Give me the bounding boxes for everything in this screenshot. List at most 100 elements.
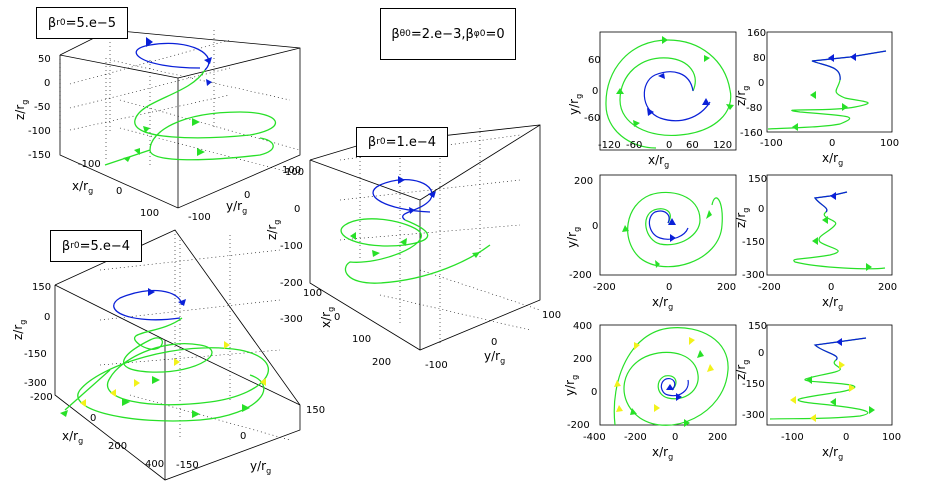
svg-text:0: 0 [44,312,50,323]
box1-beta: β [47,15,57,31]
panel-3d-c [54,229,301,481]
svg-text:0: 0 [672,432,678,443]
axis-x-3d-c: x/rg [62,430,83,445]
axis-z-3d-a: z/rg [13,99,30,120]
axis-y-xy3-sub: g [570,374,580,380]
svg-text:160: 160 [747,28,766,39]
svg-text:100: 100 [285,167,304,178]
panel-3d-b-curves [340,176,491,284]
panel-3d-c-curves [60,288,269,422]
svg-text:-60: -60 [584,113,600,124]
panel-3d-b [309,124,541,351]
axis-z-xz1-sub: g [741,85,751,91]
axis-z-3d-c-text: z/r [11,324,25,340]
svg-text:-160: -160 [740,128,763,139]
axis-z-3d-b-sub: g [272,219,282,225]
axis-x-xz1: x/rg [822,152,843,167]
panel-xz-row2 [766,174,893,276]
svg-text:-100: -100 [425,360,448,371]
main-sub-2: φ0 [473,29,486,39]
svg-text:-400: -400 [583,432,606,443]
svg-text:0: 0 [294,204,300,215]
axis-x-xy3-sub: g [668,452,674,462]
axis-y-3d-c-sub: g [266,466,272,476]
axis-y-3d-c-text: y/r [250,459,267,473]
axis-x-xz3-text: x/r [822,445,839,459]
axis-x-xy2: x/rg [652,296,673,311]
svg-text:200: 200 [717,282,736,293]
axis-y-3d-b-sub: g [500,356,506,366]
svg-text:0: 0 [592,221,598,232]
svg-text:0: 0 [666,282,672,293]
axis-y-3d-a-text: y/r [226,199,243,213]
panel-xy-row1 [599,31,737,151]
axis-y-3d-b: y/rg [484,350,505,365]
axis-x-xy2-text: x/r [652,295,669,309]
axis-y-3d-c: y/rg [250,460,271,475]
svg-text:-300: -300 [742,410,765,421]
svg-text:0: 0 [829,138,835,149]
axis-z-3d-a-sub: g [20,99,30,105]
axis-x-3d-c-sub: g [78,436,84,446]
axis-x-xz2-sub: g [838,302,844,312]
main-text-2: =0 [485,26,505,42]
axis-y-xy2-sub: g [572,226,582,232]
box1-value: =5.e−5 [65,15,117,31]
axis-z-3d-c-sub: g [18,319,28,325]
svg-text:-200: -200 [569,270,592,281]
svg-text:200: 200 [573,354,592,365]
svg-text:-80: -80 [746,103,762,114]
svg-text:-200: -200 [624,432,647,443]
axis-z-xz1: z/rg [734,85,751,106]
box3-sub: r0 [70,241,80,251]
svg-text:0: 0 [758,204,764,215]
axis-y-3d-b-text: y/r [484,349,501,363]
svg-text:-300: -300 [742,270,765,281]
axis-x-xy1-sub: g [664,160,670,170]
svg-text:100: 100 [882,432,901,443]
axis-x-xz2-text: x/r [822,295,839,309]
svg-text:200: 200 [574,176,593,187]
svg-text:150: 150 [748,321,767,332]
svg-text:200: 200 [878,282,897,293]
axis-x-xy3: x/rg [652,446,673,461]
svg-text:-150: -150 [742,379,765,390]
svg-text:100: 100 [282,165,301,176]
svg-text:0: 0 [491,337,497,348]
svg-text:0: 0 [758,78,764,89]
box2-value: =1.e−4 [385,134,437,150]
svg-text:-150: -150 [28,150,51,161]
svg-text:200: 200 [708,432,727,443]
box3-beta: β [61,238,71,254]
axis-y-xy2: y/rg [565,226,582,248]
svg-text:-50: -50 [34,102,50,113]
axis-z-xz2: z/rg [734,208,750,228]
axis-z-3d-b-text: z/r [265,224,279,240]
svg-text:150: 150 [32,282,51,293]
svg-text:0: 0 [828,282,834,293]
svg-text:-100: -100 [760,138,783,149]
axis-z-xz2-text: z/r [734,212,748,228]
axis-x-xz3-sub: g [838,452,844,462]
panel-xy-row3 [599,324,737,427]
panel-xz-row1 [766,31,893,133]
axis-y-3d-a: y/rg [226,200,247,215]
axis-x-xz1-sub: g [838,158,844,168]
axis-y-xy1-text: y/r [567,98,581,115]
axis-x-3d-a-sub: g [88,186,94,196]
axis-x-3d-b: x/rg [319,306,336,328]
svg-text:-200: -200 [567,420,590,431]
axis-z-3d-a-text: z/r [13,104,27,120]
svg-text:-100: -100 [28,126,51,137]
axis-x-xz3: x/rg [822,446,843,461]
svg-text:400: 400 [573,321,592,332]
svg-text:-150: -150 [742,237,765,248]
svg-text:-100: -100 [280,241,303,252]
svg-text:0: 0 [44,78,50,89]
panel-3d-a-curves [104,37,276,166]
svg-text:100: 100 [880,138,899,149]
axis-x-3d-b-sub: g [326,306,336,312]
axis-z-xz3-sub: g [741,359,751,365]
